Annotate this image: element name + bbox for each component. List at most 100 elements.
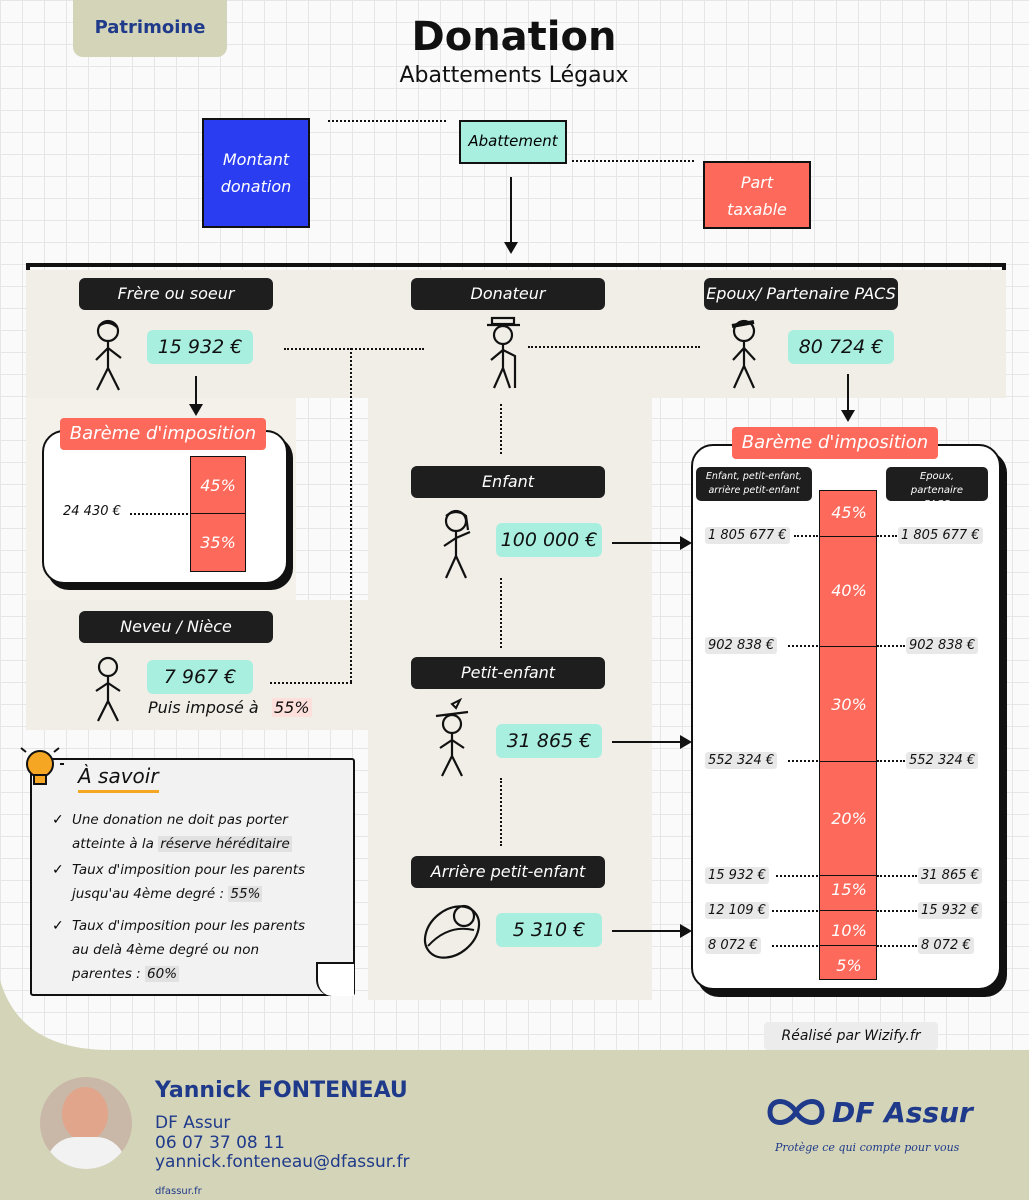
page-title: Donation [411, 14, 617, 60]
savoir-item-1-prefix: atteinte à la [72, 836, 154, 852]
connector [877, 645, 905, 647]
big-rate: 15% [831, 880, 867, 899]
savoir-item-1: Une donation ne doit pas porter atteinte… [72, 808, 292, 856]
savoir-item-2-line2: jusqu'au 4ème degré : 55% [72, 882, 305, 906]
arrow-down [504, 177, 518, 254]
footer-name: Yannick FONTENEAU [155, 1078, 408, 1103]
big-rate: 10% [831, 921, 867, 940]
connector [877, 535, 897, 537]
big-bareme-col-left: Enfant, petit-enfant, arrière petit-enfa… [696, 467, 812, 501]
person-icon-frere [95, 319, 122, 391]
big-bareme-col-right: Epoux, partenaire PACS [886, 467, 988, 510]
page-subtitle: Abattements Légaux [399, 63, 629, 88]
label-donateur: Donateur [411, 278, 605, 310]
connector [877, 760, 905, 762]
left-threshold: 8 072 € [705, 937, 761, 954]
small-bareme-rate: 35% [200, 533, 236, 552]
neveu-note-rate: 55% [272, 698, 312, 717]
big-bareme-column: 45% 40% 30% 20% 15% 10% 5% [819, 490, 877, 980]
legend-abattement [459, 120, 567, 164]
left-threshold: 12 109 € [705, 902, 769, 919]
connector [270, 682, 352, 684]
person-icon-neveu [95, 656, 121, 722]
label-petit-enfant: Petit-enfant [411, 657, 605, 689]
legend-montant [202, 118, 310, 228]
right-threshold: 31 865 € [918, 867, 982, 884]
connector [500, 778, 502, 846]
amount-frere: 15 932 € [147, 330, 253, 364]
connector [794, 535, 818, 537]
footer-company: DF Assur [155, 1113, 231, 1133]
credit-label: Réalisé par Wizify.fr [764, 1022, 938, 1050]
small-bareme-title: Barème d'imposition [60, 418, 266, 450]
savoir-item-2-highlight: 55% [228, 886, 263, 902]
label-arriere: Arrière petit-enfant [411, 856, 605, 888]
child-icon [443, 509, 471, 579]
big-rate: 40% [831, 581, 867, 600]
savoir-item-1-line1: Une donation ne doit pas porter [72, 812, 288, 828]
left-threshold: 552 324 € [705, 752, 778, 769]
avatar-shirt [46, 1137, 126, 1169]
rate-divider [820, 646, 876, 647]
small-bareme-rate: 45% [200, 476, 236, 495]
big-bareme-title: Barème d'imposition [732, 427, 938, 459]
savoir-item-3-highlight: 60% [145, 966, 180, 982]
footer-background [0, 980, 1029, 1200]
right-threshold: 552 324 € [906, 752, 979, 769]
amount-arriere: 5 310 € [496, 913, 602, 947]
page-curl [316, 962, 354, 996]
connector [776, 875, 818, 877]
savoir-title: À savoir [78, 764, 159, 793]
rate-divider [820, 536, 876, 537]
savoir-item-1-line2: atteinte à la réserve héréditaire [72, 832, 292, 856]
arrow-right [612, 924, 692, 938]
legend-connector [328, 120, 446, 122]
connector [772, 945, 818, 947]
category-tag [73, 0, 227, 57]
right-threshold: 8 072 € [918, 937, 974, 954]
category-tag-label: Patrimoine [94, 17, 206, 38]
df-assur-logo-icon [767, 1099, 825, 1125]
check-icon: ✓ [52, 918, 64, 934]
baby-icon [423, 904, 481, 959]
arrow-down [189, 376, 203, 416]
right-threshold: 1 805 677 € [898, 527, 983, 544]
label-frere: Frère ou soeur [79, 278, 273, 310]
connector [788, 645, 818, 647]
rate-divider [820, 761, 876, 762]
savoir-card [30, 758, 355, 996]
connector [350, 348, 352, 682]
savoir-item-3-line3: parentes : 60% [72, 962, 305, 986]
connector [877, 945, 917, 947]
connector [500, 404, 502, 454]
savoir-item-3-prefix: parentes : [72, 966, 141, 982]
legend-part-taxable-label: Part taxable [727, 173, 787, 219]
arrow-right [612, 536, 692, 550]
connector [877, 910, 917, 912]
small-bareme-column [190, 456, 246, 572]
legend-connector [572, 160, 694, 162]
amount-epoux: 80 724 € [788, 330, 894, 364]
connector [877, 875, 917, 877]
left-threshold: 15 932 € [705, 867, 769, 884]
arrow-down [841, 374, 855, 422]
label-epoux: Epoux/ Partenaire PACS [704, 278, 898, 310]
panel-center [368, 398, 652, 1000]
connector [130, 513, 188, 515]
small-bareme-divider [190, 513, 246, 514]
rate-divider [820, 910, 876, 911]
savoir-item-3-line2: au delà 4ème degré ou non [72, 942, 260, 958]
label-neveu: Neveu / Nièce [79, 611, 273, 643]
amount-enfant: 100 000 € [496, 523, 602, 557]
df-assur-slogan: Protège ce qui compte pour vous [775, 1141, 960, 1154]
left-threshold: 1 805 677 € [705, 527, 790, 544]
savoir-item-3-line1: Taux d'imposition pour les parents [72, 918, 306, 934]
big-rate: 5% [836, 956, 862, 975]
bracket-bar [26, 263, 1006, 267]
footer-phone: 06 07 37 08 11 [155, 1133, 285, 1153]
spouse-icon [731, 319, 756, 389]
amount-neveu: 7 967 € [147, 660, 253, 694]
footer-website: dfassur.fr [155, 1186, 202, 1197]
neveu-note-prefix: Puis imposé à [148, 698, 259, 717]
rate-divider [820, 945, 876, 946]
